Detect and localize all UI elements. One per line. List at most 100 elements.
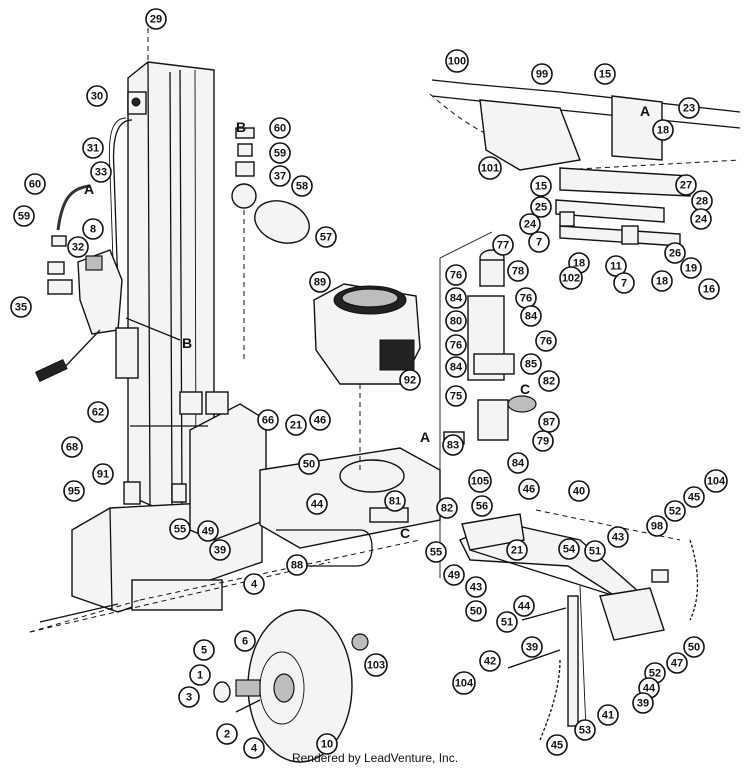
- callout-number: 37: [274, 171, 286, 183]
- callout-number: 41: [602, 710, 614, 722]
- callout-2: 2: [216, 723, 238, 745]
- callout-1: 1: [189, 664, 211, 686]
- callout-4: 4: [243, 737, 265, 759]
- callout-circle: [169, 518, 191, 540]
- callout-circle: [234, 630, 256, 652]
- callout-number: 10: [321, 739, 333, 751]
- callout-circle: [492, 234, 514, 256]
- callout-circle: [315, 226, 337, 248]
- callout-number: 105: [471, 476, 489, 488]
- callout-circle: [678, 97, 700, 119]
- callout-circle: [209, 539, 231, 561]
- callout-number: 78: [512, 266, 524, 278]
- callout-number: 18: [657, 125, 669, 137]
- callout-number: 7: [621, 278, 627, 290]
- callout-88: 88: [286, 554, 308, 576]
- callout-78: 78: [507, 260, 529, 282]
- callout-80: 80: [445, 310, 467, 332]
- callout-number: 87: [543, 417, 555, 429]
- callout-circle: [652, 119, 674, 141]
- callout-number: 57: [320, 232, 332, 244]
- callout-53: 53: [574, 719, 596, 741]
- callout-50: 50: [683, 636, 705, 658]
- callout-circle: [683, 636, 705, 658]
- callout-44: 44: [306, 493, 328, 515]
- callout-24: 24: [690, 208, 712, 230]
- callout-circle: [436, 497, 458, 519]
- callout-number: 84: [525, 311, 538, 323]
- callout-number: 24: [695, 214, 708, 226]
- callout-81: 81: [384, 490, 406, 512]
- callout-54: 54: [558, 538, 580, 560]
- callout-number: 35: [15, 302, 27, 314]
- callout-circle: [683, 486, 705, 508]
- callout-circle: [306, 493, 328, 515]
- callout-number: 46: [314, 415, 326, 427]
- callout-55: 55: [169, 518, 191, 540]
- callout-circle: [243, 737, 265, 759]
- callout-number: 62: [92, 407, 104, 419]
- callout-39: 39: [521, 636, 543, 658]
- callout-circle: [269, 142, 291, 164]
- callout-number: 83: [447, 440, 459, 452]
- callout-circle: [291, 175, 313, 197]
- callout-number: 56: [476, 501, 488, 513]
- callout-89: 89: [309, 271, 331, 293]
- callout-number: 66: [262, 415, 274, 427]
- callout-37: 37: [269, 165, 291, 187]
- wheel: [213, 609, 369, 763]
- callout-75: 75: [445, 385, 467, 407]
- callout-circle: [530, 196, 552, 218]
- callout-23: 23: [678, 97, 700, 119]
- callout-10: 10: [316, 733, 338, 755]
- callout-83: 83: [442, 434, 464, 456]
- callout-circle: [535, 330, 557, 352]
- callout-99: 99: [531, 63, 553, 85]
- callout-92: 92: [399, 369, 421, 391]
- callout-43: 43: [465, 576, 487, 598]
- callout-circle: [243, 573, 265, 595]
- callout-number: 4: [251, 743, 258, 755]
- callout-number: 18: [656, 276, 668, 288]
- callout-number: 2: [224, 729, 230, 741]
- frame-bracket-assembly: [429, 79, 741, 247]
- callout-circle: [63, 480, 85, 502]
- callout-16: 16: [698, 278, 720, 300]
- callout-number: 27: [680, 180, 692, 192]
- callout-58: 58: [291, 175, 313, 197]
- callout-circle: [24, 173, 46, 195]
- callout-number: 95: [68, 486, 80, 498]
- callout-number: 44: [518, 601, 531, 613]
- callout-circle: [704, 469, 728, 493]
- valve-assembly: [34, 184, 181, 383]
- callout-number: 99: [536, 69, 548, 81]
- callout-number: 50: [470, 606, 482, 618]
- callout-number: 55: [430, 547, 442, 559]
- callout-circle: [607, 526, 629, 548]
- callout-number: 92: [404, 375, 416, 387]
- callout-number: 39: [637, 698, 649, 710]
- callout-circle: [613, 272, 635, 294]
- callout-32: 32: [67, 236, 89, 258]
- callout-circle: [445, 356, 467, 378]
- callout-60: 60: [24, 173, 46, 195]
- callout-circle: [316, 733, 338, 755]
- port-letters: A B B A C C A: [84, 103, 650, 541]
- callout-39: 39: [209, 539, 231, 561]
- callout-101: 101: [478, 156, 502, 180]
- callout-circle: [594, 63, 616, 85]
- callout-circle: [445, 334, 467, 356]
- callout-number: 39: [214, 545, 226, 557]
- callout-24: 24: [519, 213, 541, 235]
- callout-5: 5: [193, 639, 215, 661]
- callout-82: 82: [436, 497, 458, 519]
- callout-circle: [285, 414, 307, 436]
- callout-circle: [269, 117, 291, 139]
- callout-6: 6: [234, 630, 256, 652]
- callout-76: 76: [515, 287, 537, 309]
- callout-number: 102: [562, 273, 580, 285]
- callout-circle: [675, 174, 697, 196]
- callout-circle: [445, 49, 469, 73]
